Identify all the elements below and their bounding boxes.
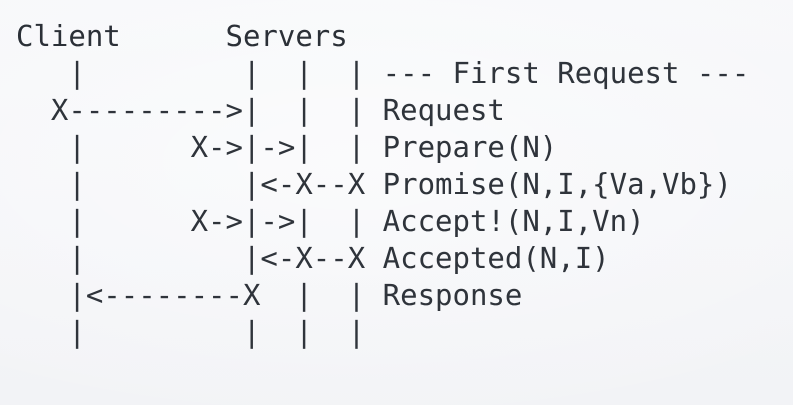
banner-row-art: | | | | xyxy=(16,56,383,90)
response-row: |<--------X | | Response xyxy=(16,277,749,314)
accept-label: Accept!(N,I,Vn) xyxy=(382,204,645,238)
accepted-label: Accepted(N,I) xyxy=(382,241,610,275)
accept-row: | X->|->| | Accept!(N,I,Vn) xyxy=(16,203,749,240)
prepare-row: | X->|->| | Prepare(N) xyxy=(16,129,749,166)
prepare-row-art: | X->|->| | xyxy=(16,130,383,164)
accept-row-art: | X->|->| | xyxy=(16,204,383,238)
response-label: Response xyxy=(382,278,523,312)
ascii-sequence-diagram: Client Servers | | | | --- First Request… xyxy=(16,18,749,351)
header-row: Client Servers xyxy=(16,19,348,53)
accepted-row-art: | |<-X--X xyxy=(16,241,383,275)
prepare-label: Prepare(N) xyxy=(382,130,558,164)
promise-row-art: | |<-X--X xyxy=(16,167,383,201)
request-label: Request xyxy=(382,93,505,127)
section-banner-label: --- First Request --- xyxy=(382,56,750,90)
request-row: X--------->| | | Request xyxy=(16,92,749,129)
response-row-art: |<--------X | | xyxy=(16,278,383,312)
promise-row: | |<-X--X Promise(N,I,{Va,Vb}) xyxy=(16,166,749,203)
banner-row: | | | | --- First Request --- xyxy=(16,55,749,92)
request-row-art: X--------->| | | xyxy=(16,93,383,127)
promise-label: Promise(N,I,{Va,Vb}) xyxy=(382,167,732,201)
accepted-row: | |<-X--X Accepted(N,I) xyxy=(16,240,749,277)
footer-row: | | | | xyxy=(16,315,383,349)
